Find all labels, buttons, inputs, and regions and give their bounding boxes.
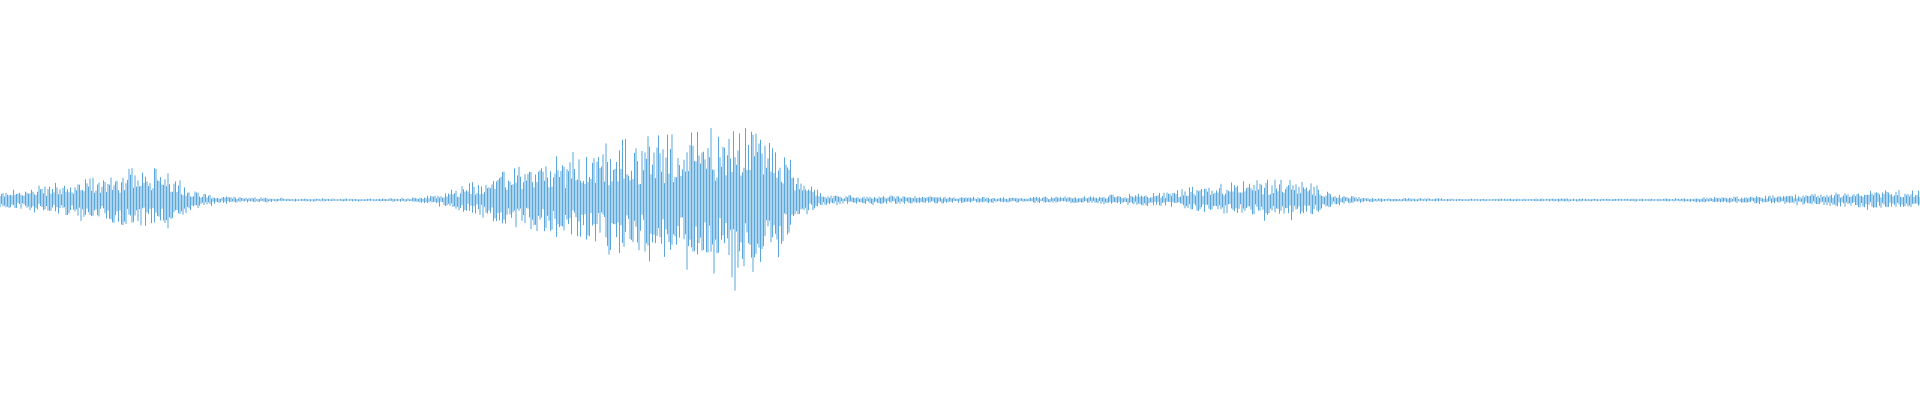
waveform-trace <box>0 128 1920 291</box>
waveform-peaks <box>0 128 1920 291</box>
